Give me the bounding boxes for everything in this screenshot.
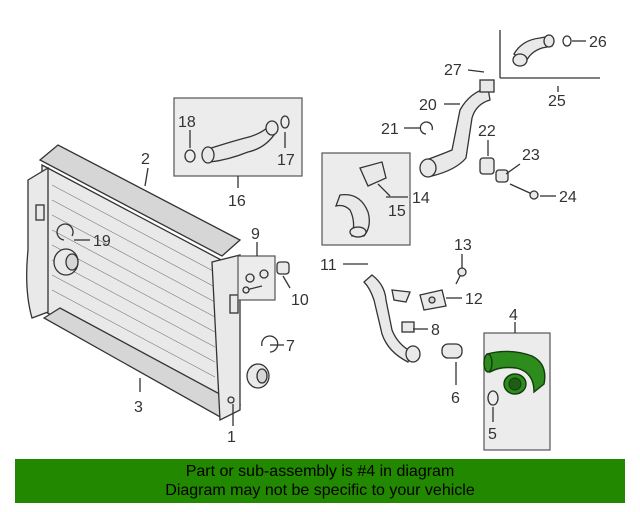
ring-5 — [487, 390, 499, 406]
callout-27: 27 — [444, 62, 462, 79]
clip-7 — [261, 335, 279, 353]
callout-25: 25 — [548, 93, 566, 110]
callout-5: 5 — [488, 426, 497, 443]
grommet-22 — [479, 157, 495, 175]
hose-4-highlighted — [483, 350, 546, 395]
callout-2: 2 — [141, 151, 150, 168]
bolt-kit-box — [237, 255, 276, 301]
callout-16: 16 — [228, 193, 246, 210]
callouts: 1 2 3 4 5 6 7 8 9 10 11 12 13 14 15 16 1… — [93, 34, 607, 446]
callout-21: 21 — [381, 121, 399, 138]
callout-11: 11 — [320, 257, 337, 274]
pipe-8 — [363, 274, 421, 363]
info-banner: Part or sub-assembly is #4 in diagram Di… — [15, 459, 625, 503]
callout-24: 24 — [559, 189, 577, 206]
callout-13: 13 — [454, 237, 472, 254]
clip-19 — [56, 223, 74, 241]
bolt-kit — [242, 269, 269, 294]
callout-14: 14 — [412, 190, 430, 207]
banner-line-1: Part or sub-assembly is #4 in diagram — [185, 463, 455, 480]
clamp-10 — [276, 261, 290, 275]
callout-9: 9 — [251, 226, 260, 243]
leader-lines — [74, 40, 586, 426]
sleeve-23 — [495, 169, 509, 183]
pipe-20 — [419, 79, 495, 178]
hose-16 — [201, 120, 279, 164]
bolt-13 — [455, 267, 467, 285]
hose-16-box — [173, 97, 303, 177]
callout-18: 18 — [178, 114, 196, 131]
callout-12: 12 — [465, 291, 483, 308]
ring-18 — [184, 149, 196, 163]
callout-15: 15 — [388, 203, 406, 220]
callout-23: 23 — [522, 147, 540, 164]
hose-25 — [499, 30, 600, 79]
clip-21 — [419, 121, 433, 135]
callout-7: 7 — [286, 338, 295, 355]
callout-17: 17 — [277, 152, 295, 169]
callout-8: 8 — [431, 322, 440, 339]
callout-26: 26 — [589, 34, 607, 51]
banner-line-2: Diagram may not be specific to your vehi… — [165, 482, 475, 499]
callout-6: 6 — [451, 390, 460, 407]
callout-20: 20 — [419, 97, 437, 114]
callout-19: 19 — [93, 233, 111, 250]
callout-4: 4 — [509, 307, 518, 324]
callout-22: 22 — [478, 123, 496, 140]
callout-10: 10 — [291, 292, 309, 309]
hose-14 — [334, 161, 387, 238]
clamp-6 — [441, 343, 463, 359]
callout-3: 3 — [134, 399, 143, 416]
intercooler — [26, 144, 270, 422]
ring-26 — [562, 35, 572, 47]
bracket-12 — [419, 289, 447, 311]
callout-1: 1 — [227, 429, 236, 446]
ring-17 — [280, 115, 290, 129]
bolt-24 — [509, 183, 539, 200]
